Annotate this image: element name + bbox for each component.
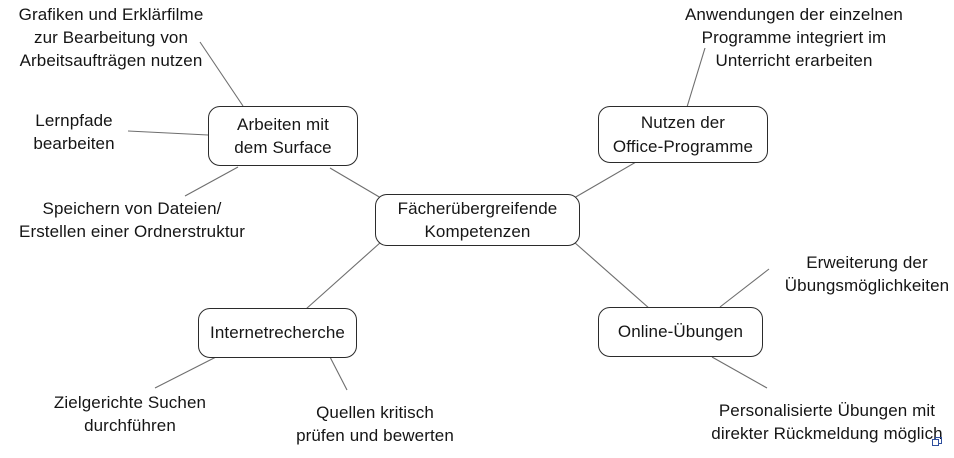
connector-surface-to-grafiken [199, 41, 244, 107]
node-faecheruebergreifende-kompetenzen[interactable]: Fächerübergreifende Kompetenzen [375, 194, 580, 246]
leaf-zielgerichte-suchen: Zielgerichte Suchen durchführen [53, 393, 207, 435]
connector-online-to-erweiterung [719, 268, 770, 308]
leaf-speichern-von-dateien: Speichern von Dateien/ Erstellen einer O… [19, 199, 245, 241]
connector-center-to-recherche [305, 241, 382, 310]
connector-online-to-personalisiert [711, 356, 768, 389]
connector-center-to-surface [329, 167, 382, 199]
leaf-quellen-kritisch-pruefen: Quellen kritisch prüfen und bewerten [296, 403, 454, 445]
leaf-anwendungen-programme: Anwendungen der einzelnen Programme inte… [684, 5, 903, 70]
connector-office-to-anwendungen [686, 47, 706, 108]
leaf-personalisierte-uebungen: Personalisierte Übungen mit direkter Rüc… [711, 401, 943, 443]
leaf-erweiterung-uebungsmoeglichkeiten: Erweiterung der Übungsmöglichkeiten [784, 253, 950, 295]
node-online-uebungen[interactable]: Online-Übungen [598, 307, 763, 357]
connector-recherche-to-zielgerichtet [154, 356, 217, 389]
connector-recherche-to-quellen [329, 356, 348, 391]
node-nutzen-der-office-programme[interactable]: Nutzen der Office-Programme [598, 106, 768, 163]
copy-handle-icon [932, 437, 942, 446]
node-internetrecherche[interactable]: Internetrecherche [198, 308, 357, 358]
leaf-lernpfade-bearbeiten: Lernpfade bearbeiten [33, 111, 115, 153]
node-arbeiten-mit-dem-surface[interactable]: Arbeiten mit dem Surface [208, 106, 358, 166]
connector-surface-to-speichern [184, 166, 239, 197]
connector-center-to-online [573, 241, 651, 310]
connector-surface-to-lernpfade [127, 130, 209, 136]
leaf-grafiken-erklaerfilme: Grafiken und Erklärfilme zur Bearbeitung… [18, 5, 204, 70]
